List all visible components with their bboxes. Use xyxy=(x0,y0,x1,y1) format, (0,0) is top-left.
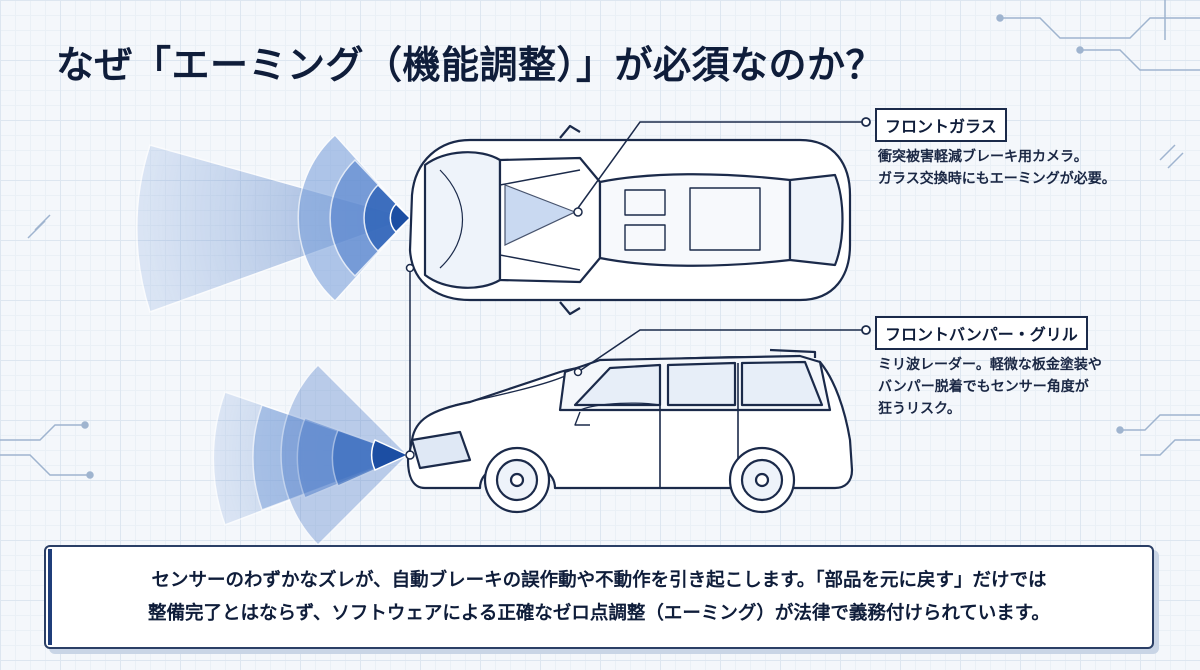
front-bumper-desc-line: バンパー脱着でもセンサー角度が xyxy=(878,379,1089,395)
camera-point xyxy=(573,207,583,217)
front-bumper-desc-line: 狂うリスク。 xyxy=(878,401,961,417)
circuit-decoration-left xyxy=(0,214,94,479)
radar-point xyxy=(405,450,415,460)
front-glass-desc-line: ガラス交換時にもエーミングが必要。 xyxy=(878,171,1116,187)
connector-dot-top xyxy=(405,263,415,273)
summary-box: センサーのわずかなズレが、自動ブレーキの誤作動や不動作を引き起こします。「部品を… xyxy=(44,545,1154,649)
front-glass-label: フロントガラス xyxy=(875,108,1007,142)
camera-view-cone xyxy=(504,184,577,246)
front-glass-description: 衝突被害軽減ブレーキ用カメラ。 ガラス交換時にもエーミングが必要。 xyxy=(878,146,1116,190)
summary-line: センサーのわずかなズレが、自動ブレーキの誤作動や不動作を引き起こします。「部品を… xyxy=(151,570,1047,591)
front-bumper-desc-line: ミリ波レーダー。軽微な板金塗装や xyxy=(878,357,1102,373)
car-top-view xyxy=(408,124,852,316)
connector-dot-side xyxy=(573,367,583,377)
connector-lines xyxy=(409,121,866,452)
page-title: なぜ「エーミング（機能調整）」が必須なのか？ xyxy=(56,43,885,87)
summary-line: 整備完了とはならず、ソフトウェアによる正確なゼロ点調整（エーミング）が法律で義務… xyxy=(148,603,1050,624)
front-bumper-description: ミリ波レーダー。軽微な板金塗装や バンパー脱着でもセンサー角度が 狂うリスク。 xyxy=(878,354,1102,420)
side-view-sensor-beam xyxy=(212,363,411,547)
front-bumper-label: フロントバンパー・グリル xyxy=(875,316,1088,350)
connector-dot-glass xyxy=(861,117,871,127)
top-view-sensor-beam xyxy=(136,133,413,313)
connector-dot-bumper xyxy=(861,325,871,335)
car-side-view xyxy=(406,348,854,514)
summary-accent-bar xyxy=(48,549,52,645)
front-glass-desc-line: 衝突被害軽減ブレーキ用カメラ。 xyxy=(878,149,1088,165)
circuit-decoration-top-right xyxy=(996,0,1200,71)
circuit-decoration-right xyxy=(1116,144,1200,456)
